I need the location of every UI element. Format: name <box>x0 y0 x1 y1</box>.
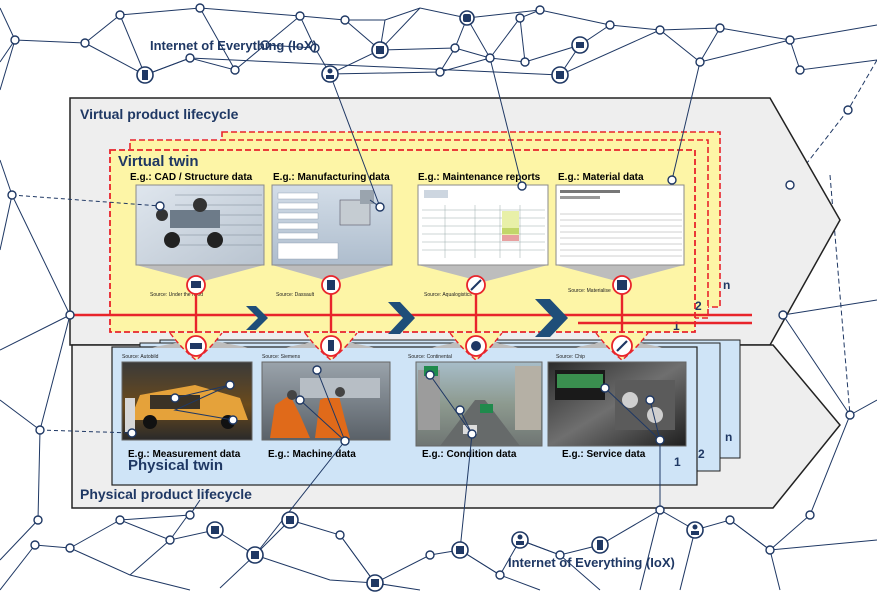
physical-twin-title: Physical twin <box>128 457 223 474</box>
tablet-icon <box>206 521 224 539</box>
street-scene-icon <box>418 366 541 446</box>
chevron-right-icon <box>535 299 568 337</box>
virtual-card-maintenance-caption: E.g.: Maintenance reports <box>418 172 541 183</box>
virtual-card-material: E.g.: Material data Source: Materialise <box>555 172 685 294</box>
virtual-card-manufacturing-caption: E.g.: Manufacturing data <box>273 172 390 183</box>
physical-layer-label-2: 2 <box>698 447 705 461</box>
plug-icon <box>591 536 609 554</box>
plug-icon <box>320 335 342 357</box>
physical-card-service-caption: E.g.: Service data <box>562 449 646 460</box>
physical-card-machine-caption: E.g.: Machine data <box>268 449 356 460</box>
document-icon <box>321 275 341 295</box>
hammer-icon <box>611 335 633 357</box>
car-icon <box>185 335 207 357</box>
physical-lifecycle-title: Physical product lifecycle <box>80 486 252 502</box>
person-group-icon <box>571 36 589 54</box>
checklist-icon <box>612 275 632 295</box>
database-icon <box>366 574 384 592</box>
virtual-card-maintenance-source: Source: Aqualogistics <box>424 292 472 298</box>
cad-chassis-icon <box>156 198 223 248</box>
physical-layer-label-n: n <box>725 430 732 444</box>
ioe-top-title: Internet of Everything (IoX) <box>150 38 317 53</box>
virtual-card-manufacturing: E.g.: Manufacturing data Source: Dassaul… <box>271 172 393 298</box>
virtual-card-manufacturing-source: Source: Dassault <box>276 292 315 298</box>
laptop-icon <box>246 546 264 564</box>
virtual-card-cad: E.g.: CAD / Structure data Source: Under… <box>130 172 265 298</box>
laptop-icon <box>281 511 299 529</box>
physical-card-machine: Source: Siemens E.g.: Machine data <box>261 338 391 460</box>
robot-arm-icon <box>270 378 380 438</box>
car-body-icon <box>186 275 206 295</box>
virtual-card-cad-pointer <box>136 265 264 282</box>
ioe-bottom-title: Internet of Everything (IoX) <box>508 555 675 570</box>
physical-card-machine-source: Source: Siemens <box>262 354 301 360</box>
virtual-card-material-caption: E.g.: Material data <box>558 172 644 183</box>
physical-card-service: Source: Chip E.g.: Service data <box>547 338 687 460</box>
timeline-chevrons <box>246 299 568 337</box>
virtual-card-maintenance: E.g.: Maintenance reports Source: Aqualo… <box>417 172 549 298</box>
sensor-icon <box>465 335 487 357</box>
virtual-card-cad-source: Source: Under the hood <box>150 292 203 298</box>
engine-icon <box>555 370 675 430</box>
physical-card-measurement: Source: Autobild E.g.: Measurement data <box>121 338 253 460</box>
physical-card-measurement-source: Source: Autobild <box>122 354 159 360</box>
virtual-layer-label-1: 1 <box>673 319 680 333</box>
virtual-card-manufacturing-pointer <box>272 265 392 282</box>
physical-card-condition-source: Source: Continental <box>408 354 452 360</box>
physical-icon-circles <box>185 335 633 357</box>
plug-icon <box>136 66 154 84</box>
network-icon-nodes <box>136 10 704 592</box>
physical-cards: Source: Autobild E.g.: Measurement data … <box>121 338 687 460</box>
virtual-icon-circles <box>186 275 632 295</box>
virtual-card-maintenance-pointer <box>418 265 548 282</box>
virtual-cards: E.g.: CAD / Structure data Source: Under… <box>130 172 685 298</box>
person-icon <box>321 65 339 83</box>
virtual-layer-label-2: 2 <box>695 299 702 313</box>
machine-part-icon <box>339 199 371 226</box>
chevron-right-icon <box>388 302 415 334</box>
virtual-layer-label-n: n <box>723 278 730 292</box>
phone-icon <box>451 541 469 559</box>
person-icon <box>686 521 704 539</box>
database-icon <box>459 10 475 26</box>
virtual-lifecycle-title: Virtual product lifecycle <box>80 106 239 122</box>
phone-icon <box>371 41 389 59</box>
person-icon <box>511 531 529 549</box>
wrench-icon <box>466 275 486 295</box>
card-network-links <box>11 57 701 556</box>
physical-layer-label-1: 1 <box>674 455 681 469</box>
tablet-icon <box>551 66 569 84</box>
physical-card-measurement-caption: E.g.: Measurement data <box>128 449 241 460</box>
physical-card-service-source: Source: Chip <box>556 354 585 360</box>
virtual-twin-title: Virtual twin <box>118 153 199 170</box>
chevron-right-icon <box>246 306 268 330</box>
virtual-card-material-pointer <box>556 265 684 282</box>
virtual-card-maintenance-image <box>417 184 549 266</box>
virtual-card-material-source: Source: Materialise <box>568 288 611 294</box>
virtual-card-cad-caption: E.g.: CAD / Structure data <box>130 172 253 183</box>
